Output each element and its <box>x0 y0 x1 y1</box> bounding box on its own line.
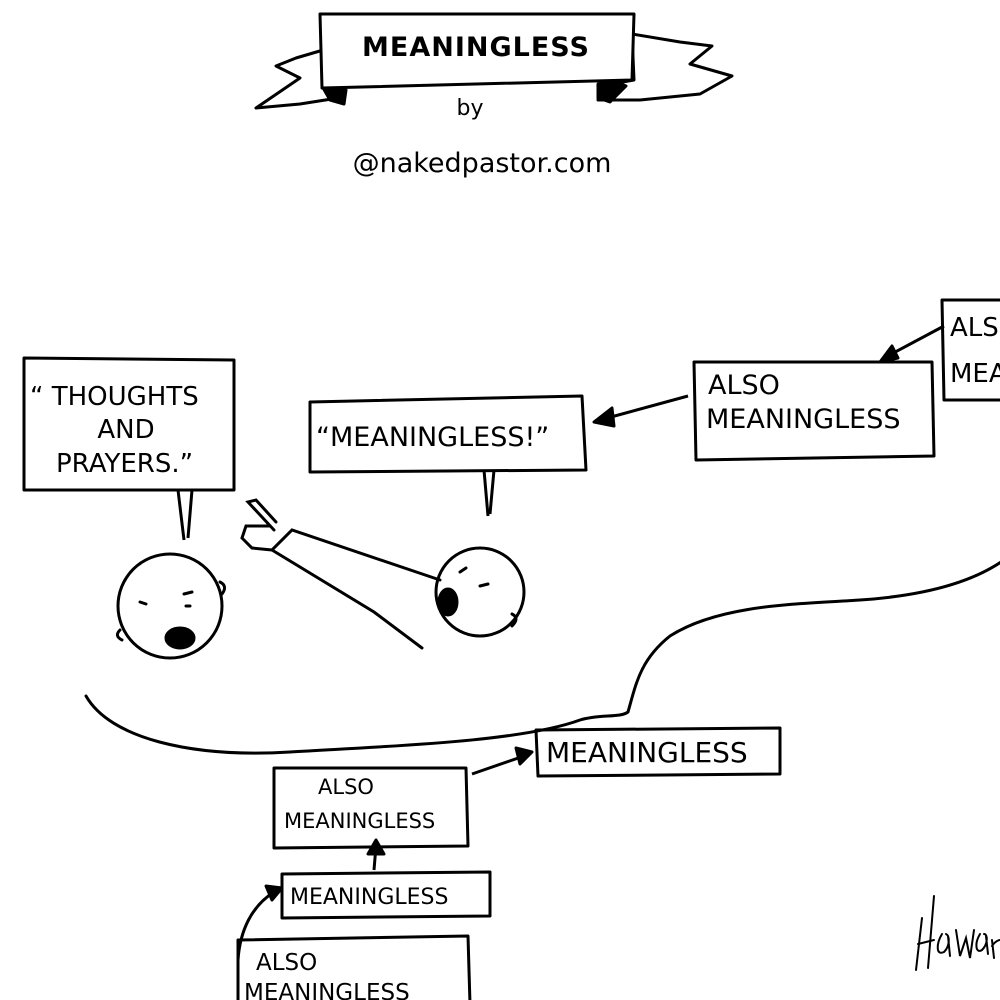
speech-bubble-left-tail <box>176 489 194 541</box>
box-lower-bottom-line2: MEANINGLESS <box>244 980 410 1000</box>
arrow-bottom-to-small <box>236 890 275 961</box>
character-right-ear <box>510 612 518 628</box>
speech-bubble-right-box <box>308 394 588 474</box>
arrow-upper-to-speech <box>599 394 689 422</box>
speech-bubble-left <box>22 356 236 541</box>
character-right-eye <box>478 582 490 588</box>
arrowhead-bottom-to-small <box>264 884 284 902</box>
box-also-far-right <box>940 298 1000 402</box>
arrowhead-mid-to-top <box>514 746 534 766</box>
character-right-mouth <box>437 587 459 617</box>
box-far-line2: MEA <box>950 359 1000 389</box>
character-right-brow <box>458 566 468 574</box>
box-also-meaningless-bottom <box>236 934 472 1000</box>
box-upper-line1: ALSO <box>708 370 780 401</box>
box-lower-small-text: MEANINGLESS <box>290 885 448 910</box>
box-lower-top-text: MEANINGLESS <box>546 736 748 769</box>
arrowhead-far-to-upper <box>878 344 900 364</box>
box-lower-mid-line1: ALSO <box>318 775 374 799</box>
character-right <box>240 498 526 650</box>
speech-left-line1: “ THOUGHTS <box>30 382 199 412</box>
upper-chain <box>592 298 1000 462</box>
arrowhead-small-to-mid <box>366 838 386 856</box>
box-lower-bottom-line1: ALSO <box>256 950 317 976</box>
speech-left-line2: AND <box>97 415 154 445</box>
lower-chain <box>236 726 782 1000</box>
speech-left-line3: PRAYERS.” <box>56 449 193 479</box>
character-left-eye-right <box>182 590 194 596</box>
box-upper-line2: MEANINGLESS <box>706 404 900 435</box>
box-meaningless-lower-top <box>534 726 782 778</box>
credit-text: @nakedpastor.com <box>353 148 612 179</box>
character-left <box>115 552 227 660</box>
thought-cloud-outline <box>84 560 1000 755</box>
arrowhead-upper-to-speech <box>592 406 616 428</box>
speech-bubble-left-box <box>22 356 236 492</box>
character-left-eye-left <box>138 600 148 606</box>
artist-signature <box>915 895 1000 971</box>
title-banner <box>254 12 734 110</box>
character-left-head <box>116 552 224 660</box>
box-also-meaningless-upper <box>692 360 936 462</box>
speech-bubble-right <box>308 394 588 517</box>
character-left-ear <box>218 580 227 596</box>
byline-text: by <box>457 96 484 121</box>
character-left-mouth <box>164 626 196 650</box>
character-left-ear-2 <box>115 628 124 642</box>
speech-bubble-right-tail <box>482 469 496 517</box>
character-right-head <box>434 546 526 638</box>
box-also-meaningless-lower <box>272 766 470 850</box>
box-lower-mid-line2: MEANINGLESS <box>284 809 435 833</box>
banner-main <box>318 12 636 90</box>
speech-right-text: “MEANINGLESS!” <box>316 422 549 453</box>
box-far-line1: ALS <box>950 313 999 343</box>
character-right-arm <box>269 528 442 650</box>
arrow-mid-to-top <box>471 754 525 776</box>
character-right-hand <box>240 498 278 552</box>
box-meaningless-small <box>280 870 492 920</box>
title-text: MEANINGLESS <box>362 32 590 63</box>
